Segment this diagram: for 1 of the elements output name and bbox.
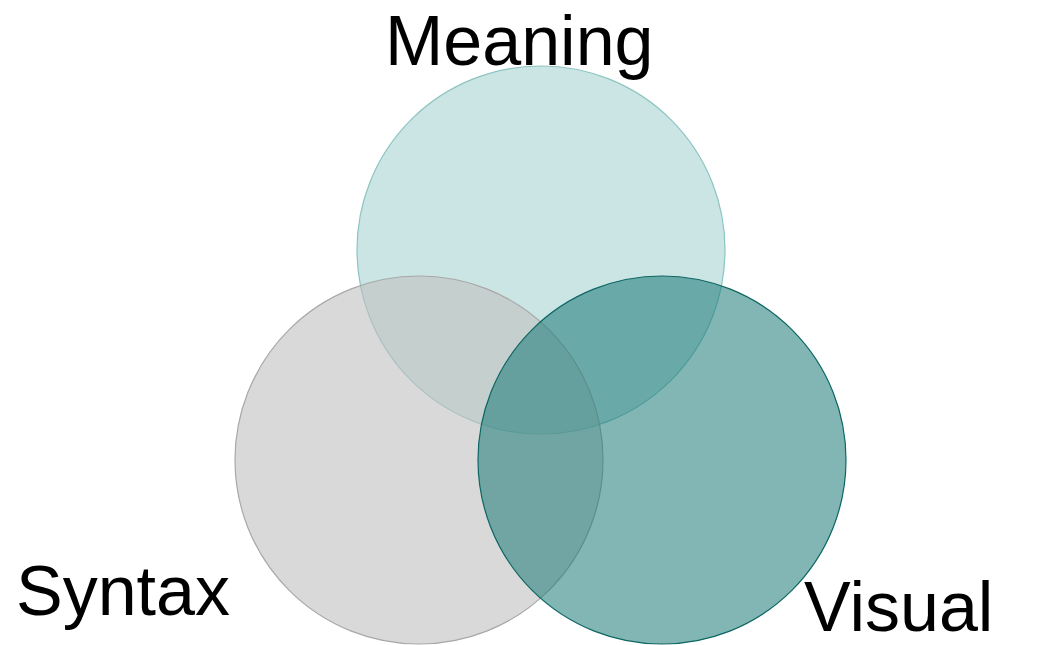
set-label: Visual: [804, 572, 994, 642]
